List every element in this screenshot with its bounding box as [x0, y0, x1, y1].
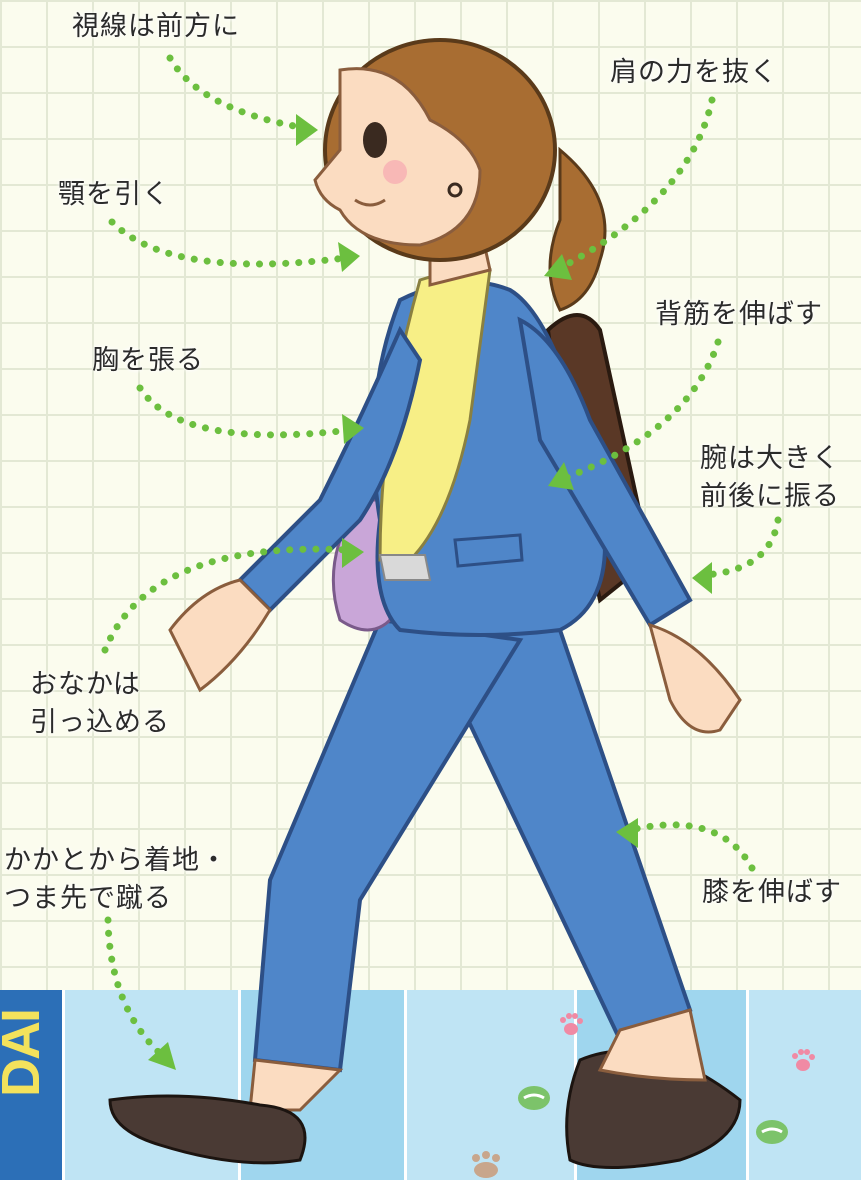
eye [363, 122, 387, 158]
jacket-pocket [453, 533, 524, 568]
floor-tile [62, 990, 241, 1180]
arms-label-line: 前後に振る [700, 481, 840, 512]
floor-sign: DAI [0, 990, 62, 1180]
shoulders-label: 肩の力を抜く [610, 57, 778, 88]
floor-tile [746, 990, 861, 1180]
leaf-icon [518, 1086, 550, 1110]
front-leg [252, 617, 524, 1073]
mouth [354, 198, 386, 207]
ponytail [548, 146, 607, 312]
back-label: 背筋を伸ばす [655, 299, 823, 330]
back-ankle [597, 1008, 707, 1082]
belly-label: おなかは 引っ込める [30, 666, 170, 742]
heel-label-line: かかとから着地・ [4, 845, 228, 876]
arms-label: 腕は大きく 前後に振る [700, 440, 840, 516]
front-hand [168, 578, 272, 693]
knees-label: 膝を伸ばす [702, 877, 842, 908]
belly-label-line: おなかは [30, 669, 141, 700]
heel-label-line: つま先で蹴る [4, 883, 172, 914]
chin-label: 顎を引く [58, 179, 170, 210]
front-ankle [248, 1058, 344, 1112]
earring [447, 182, 463, 198]
belly-label-line: 引っ込める [30, 707, 170, 738]
cheek [383, 160, 407, 184]
belt-buckle [378, 554, 432, 581]
paw-print-icon [792, 1049, 815, 1071]
leaf-icon [756, 1120, 788, 1144]
arms-label-line: 腕は大きく [700, 443, 840, 474]
gaze-label: 視線は前方に [72, 11, 240, 42]
heel-label: かかとから着地・ つま先で蹴る [4, 842, 228, 918]
floor-tile [404, 990, 577, 1180]
chest-label: 胸を張る [92, 345, 204, 376]
paw-print-icon [560, 1013, 583, 1035]
front-shoe [108, 1094, 307, 1165]
back-hand [647, 622, 742, 734]
paw-print-icon [472, 1151, 500, 1178]
